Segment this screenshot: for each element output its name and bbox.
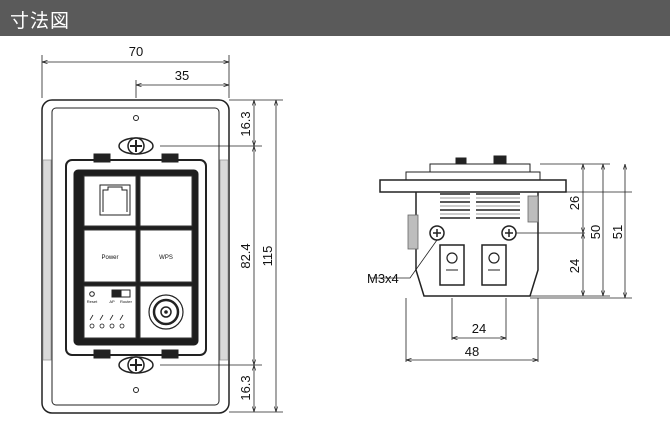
module-frame [65,159,207,356]
lan-port-icon [99,184,131,216]
reset-hole-icon [89,291,95,297]
ap-label: AP [109,299,115,304]
page-title: 寸法図 [10,10,71,32]
side-lower-label: 24 [567,259,582,273]
header-bar: 寸法図 [0,0,670,36]
wps-label: WPS [159,255,173,261]
wps-button [139,229,193,283]
screw-spec-label: M3x4 [367,271,399,286]
mode-switch-icon [111,289,131,298]
front-plate-outline [41,99,230,414]
total-height-label: 115 [260,246,275,267]
top-screw-icon [118,137,154,155]
lan-port-tile [83,175,137,227]
status-tile [83,285,137,339]
inner-height-label: 82.4 [238,243,253,268]
side-body [415,192,539,297]
side-total-width-label: 48 [465,344,479,359]
right-terminal [481,244,507,286]
front-view [41,99,230,414]
side-flange [379,179,567,193]
clip-top-right [161,153,179,163]
total-width-label: 70 [129,44,143,59]
side-upper-label: 26 [567,196,582,210]
side-dimension-lines [370,163,632,362]
side-mid-total-label: 50 [588,225,603,239]
top-small-hole [133,115,139,121]
router-label: Router [120,299,133,304]
side-inner-width-label: 24 [472,321,486,336]
top-offset-label: 16.3 [238,111,253,136]
power-button [83,229,137,283]
half-width-label: 35 [175,68,189,83]
left-screw-icon [429,225,445,241]
coax-connector-icon [148,294,184,330]
blank-tile [139,175,193,227]
power-label: Power [101,255,118,261]
left-terminal [439,244,465,286]
bottom-offset-label: 16.3 [238,375,253,400]
front-dimension-lines [41,55,283,413]
led-indicators [89,314,125,329]
side-view [379,155,567,297]
reset-label: Reset [87,299,98,304]
bottom-small-hole [133,387,139,393]
right-screw-icon [501,225,517,241]
side-total-label: 51 [610,225,625,239]
clip-top-left [93,153,111,163]
bottom-screw-icon [118,356,154,374]
